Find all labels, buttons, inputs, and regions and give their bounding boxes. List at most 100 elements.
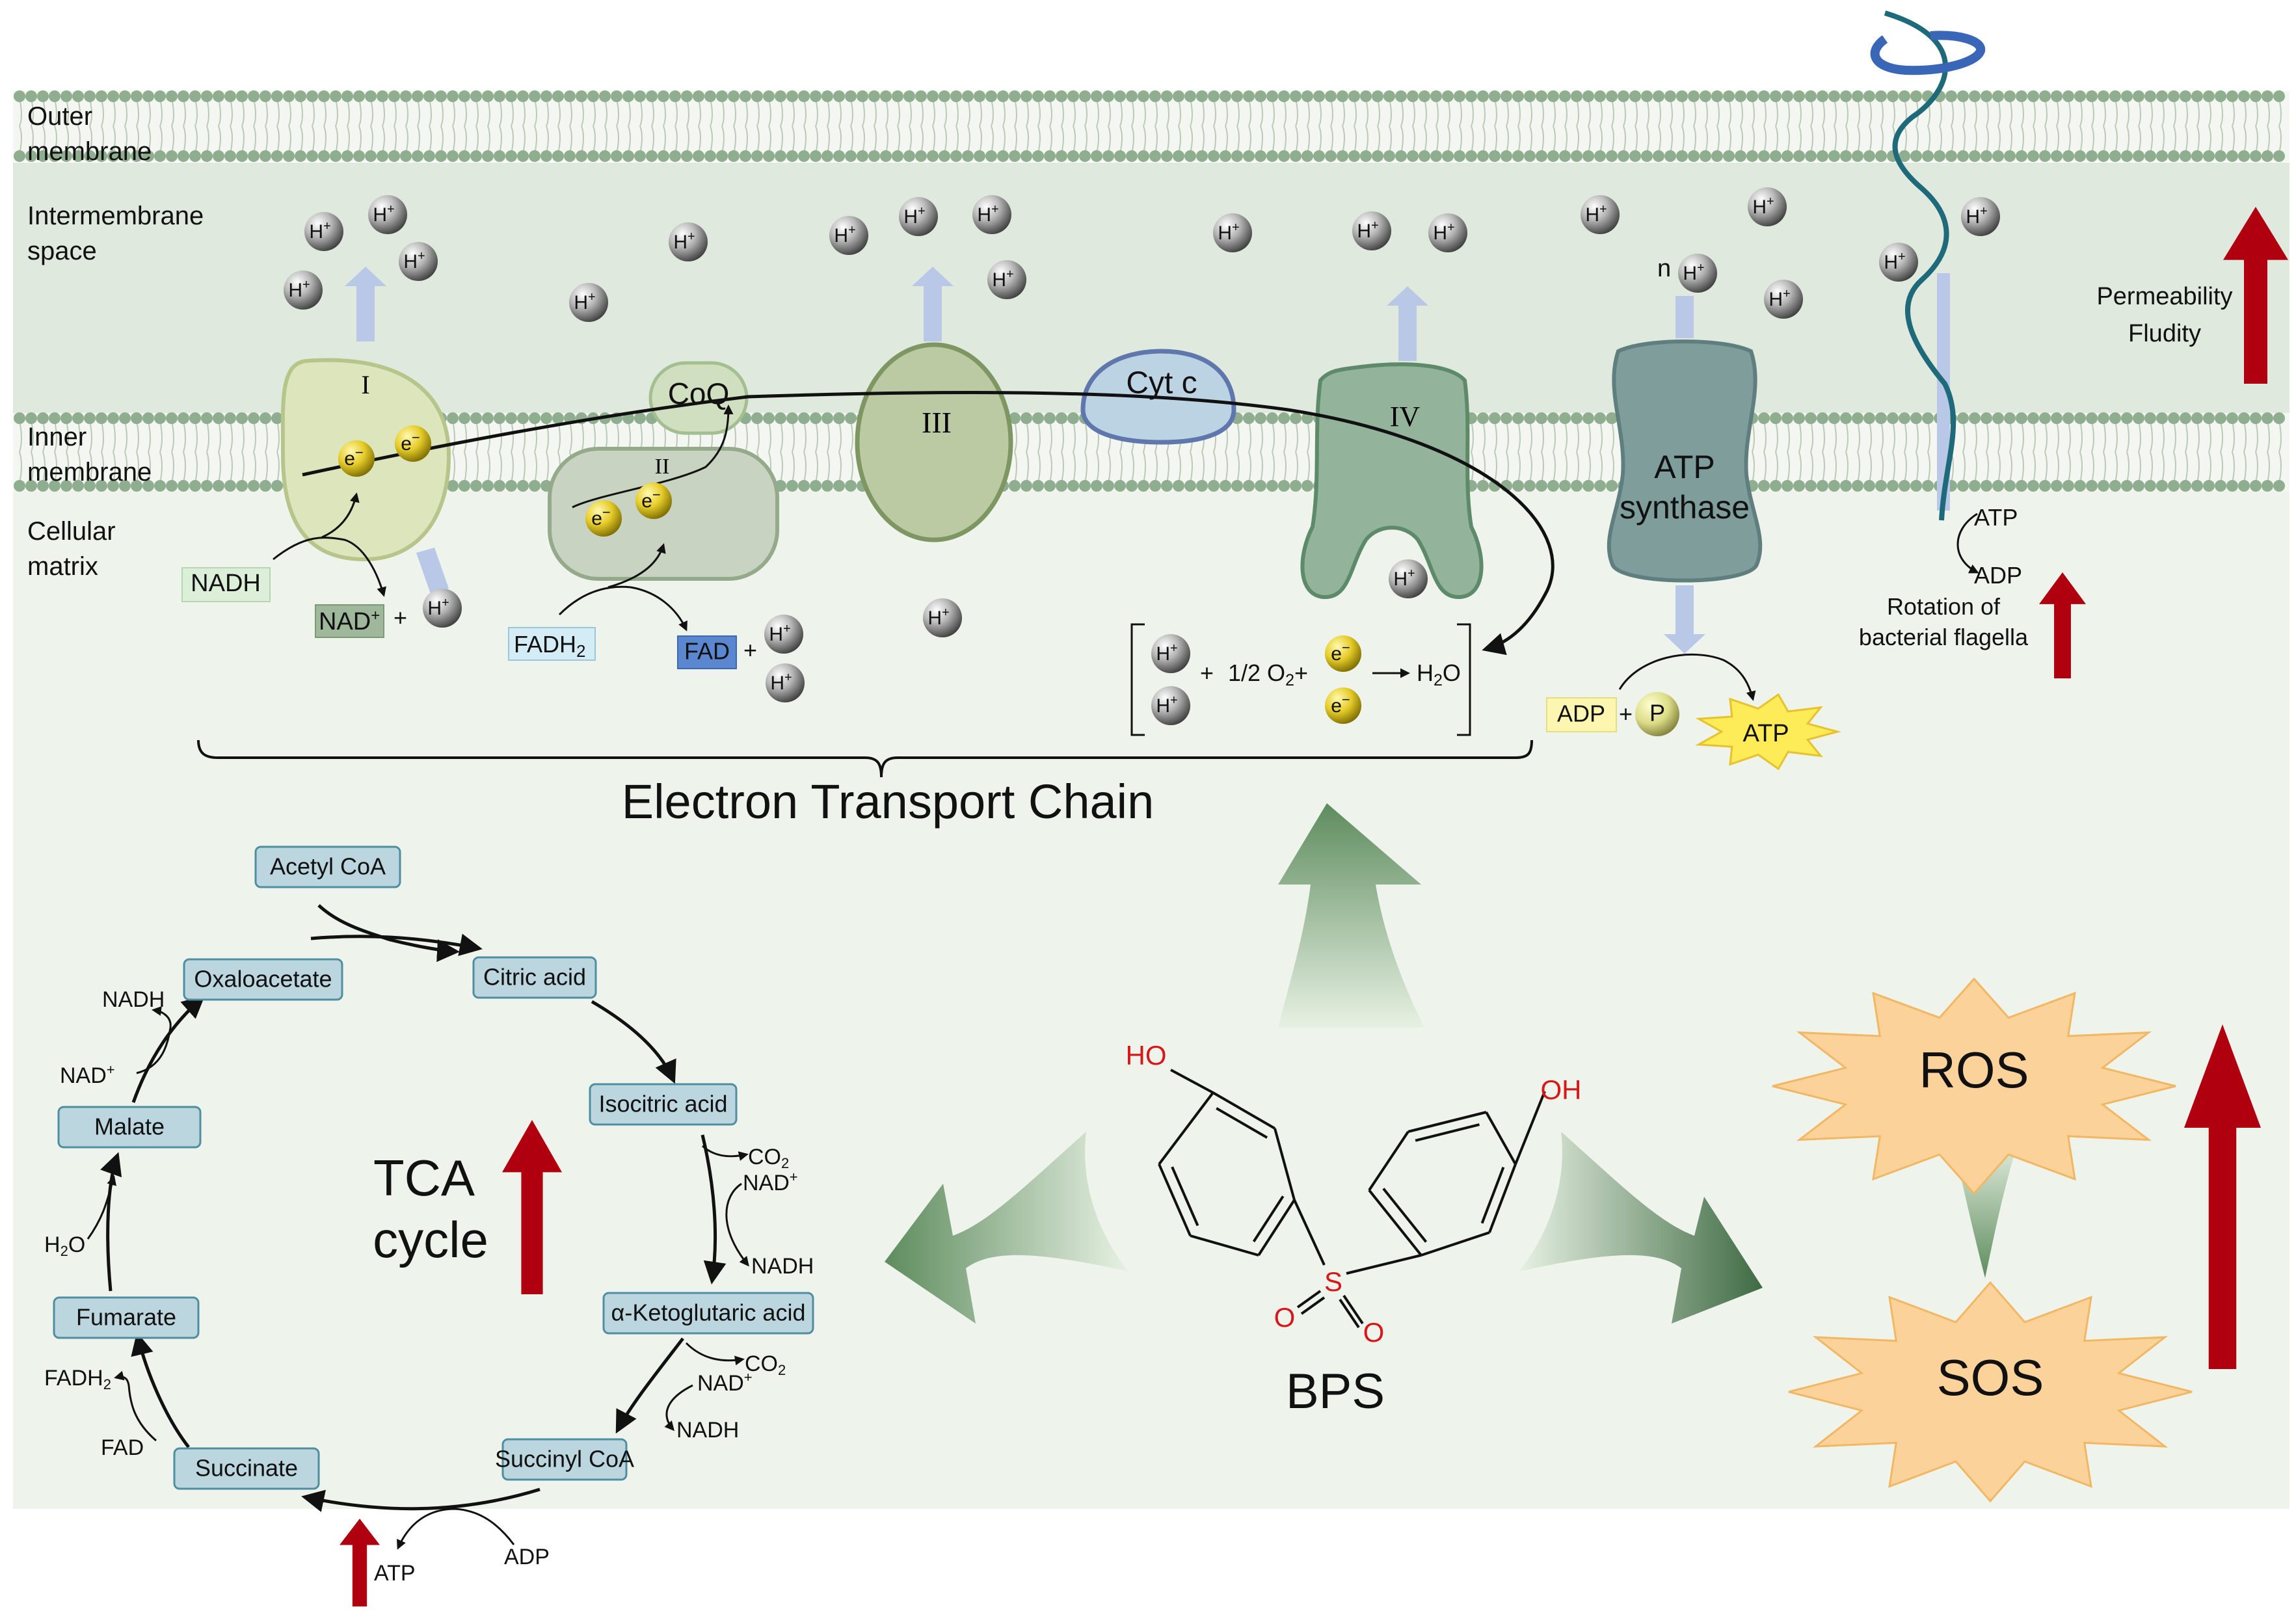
adp-label: ADP: [1557, 700, 1605, 727]
flagella-atp-label: ATP: [1974, 504, 2018, 531]
proton-label: H+: [928, 606, 949, 629]
proton-label: H+: [769, 622, 790, 645]
plus-3: +: [1200, 659, 1214, 686]
proton-label: H+: [770, 671, 792, 694]
fumarate-malate-arrow: [100, 1152, 122, 1292]
complex-iii-label: III: [922, 406, 952, 439]
nadh-label: NADH: [191, 570, 261, 597]
phosphate-label: P: [1649, 700, 1665, 726]
proton-ion: H+: [1151, 686, 1190, 725]
electron-label: e−: [401, 429, 420, 455]
ketoglutarate-succinylcoa-arrow: [615, 1337, 684, 1434]
tca-metabolite-label: Acetyl CoA: [270, 853, 386, 880]
isocitrate-co2-label: CO2: [748, 1145, 789, 1171]
tca-fad-label: FAD: [101, 1435, 144, 1460]
bps-oh-label: OH: [1541, 1074, 1582, 1105]
proton-label: H+: [427, 596, 449, 619]
proton-label: H+: [1357, 219, 1378, 242]
malate-oxaloacetate-arrow: [131, 995, 206, 1103]
tca-metabolite-box: Isocitric acid: [589, 1083, 738, 1126]
tca-metabolite-label: Fumarate: [76, 1304, 176, 1331]
plus-4: +: [1619, 700, 1633, 727]
arrow-to-etc: [1278, 803, 1424, 1028]
fad-box: [677, 635, 737, 669]
bps-bonds: [1158, 1069, 1546, 1329]
electron: e−: [338, 440, 375, 477]
isocitrate-nadh-arrow: [725, 1182, 749, 1267]
ketoglutarate-nadh-arrow: [664, 1384, 693, 1431]
proton-ion: H+: [399, 242, 438, 281]
arrow-to-tca: [885, 1132, 1128, 1324]
atp-synthase-line1: ATP: [1654, 449, 1715, 485]
proton-ion: H+: [1151, 634, 1190, 673]
complex-ii-label: II: [655, 455, 670, 479]
ketoglutarate-nadh-label: NADH: [676, 1418, 739, 1443]
tca-metabolite-label: α-Ketoglutaric acid: [611, 1299, 806, 1326]
proton-label: H+: [903, 204, 925, 228]
oxaloacetate-citrate-arrow: [310, 933, 483, 956]
proton-ion: H+: [669, 222, 708, 261]
proton-label: H+: [373, 202, 394, 226]
proton-ion: H+: [923, 598, 962, 637]
succinylcoa-succinate-arrow: [301, 1487, 541, 1512]
tca-metabolite-label: Isocitric acid: [598, 1091, 727, 1117]
ketoglutarate-nad-label: NAD+: [697, 1369, 753, 1396]
fadh2-label: FADH2: [514, 631, 585, 661]
tca-metabolite-label: Succinate: [195, 1455, 298, 1482]
electron: e−: [1325, 635, 1361, 672]
proton-label: H+: [1433, 220, 1454, 244]
h2o-arrow: [87, 1175, 116, 1240]
h2o-label: H2O: [1417, 659, 1461, 689]
isocitrate-nad-label: NAD+: [743, 1169, 798, 1195]
tca-metabolite-label: Succinyl CoA: [495, 1446, 634, 1472]
tca-metabolite-box: Citric acid: [472, 956, 597, 999]
proton-ion: H+: [1879, 243, 1918, 282]
nadh-electron-arrow: [321, 492, 360, 539]
proton-label: H+: [1966, 204, 1987, 228]
proton-ion: H+: [304, 212, 343, 251]
proton-n-label: n: [1657, 255, 1671, 282]
electron-label: e−: [1331, 691, 1350, 717]
reaction-bracket-left: [1130, 623, 1145, 736]
reaction-bracket-right: [1457, 623, 1471, 736]
tca-nadh-label: NADH: [102, 987, 165, 1012]
proton-label: H+: [834, 223, 855, 246]
proton-ion: H+: [1389, 559, 1428, 598]
fadh2-electron-arrow: [607, 543, 666, 589]
flagella-label-line1: Rotation of: [1887, 593, 2001, 620]
tca-metabolite-label: Citric acid: [483, 964, 586, 991]
fadh2-to-fad-arrow: [558, 585, 687, 632]
tca-title-line2: cycle: [373, 1211, 488, 1268]
bps-ho-label: HO: [1126, 1040, 1167, 1071]
proton-label: H+: [574, 290, 595, 313]
proton-ion: H+: [899, 197, 938, 236]
nad-box: [315, 604, 384, 638]
fluidity-label: Fludity: [2128, 320, 2201, 347]
proton-label: H+: [1393, 566, 1415, 590]
electron: e−: [395, 425, 431, 462]
electron: e−: [585, 500, 622, 537]
tca-metabolite-box: Oxaloacetate: [183, 958, 343, 1001]
proton-label: H+: [1769, 287, 1790, 310]
proton-label: H+: [1218, 220, 1239, 244]
flagella-atp-arrow: [1956, 513, 1979, 574]
cytochrome-c: Cyt c: [1080, 349, 1236, 445]
proton-label: H+: [1156, 641, 1177, 665]
proton-label: H+: [1752, 194, 1774, 218]
flagella-label-line2: bacterial flagella: [1859, 624, 2029, 650]
citrate-isocitrate-arrow: [591, 1000, 676, 1084]
electron-label: e−: [1331, 639, 1350, 665]
bps-molecule: HO OH S O O BPS: [1126, 1040, 1582, 1419]
complex-iv-label: IV: [1390, 401, 1421, 433]
atp-synthase-line2: synthase: [1620, 489, 1750, 526]
proton-ion: H+: [1748, 187, 1787, 226]
proton-ion: H+: [1961, 197, 2000, 236]
proton-pump-arrows: [345, 267, 1950, 654]
tca-h2o-label: H2O: [44, 1232, 85, 1259]
proton-label: H+: [1585, 202, 1607, 226]
